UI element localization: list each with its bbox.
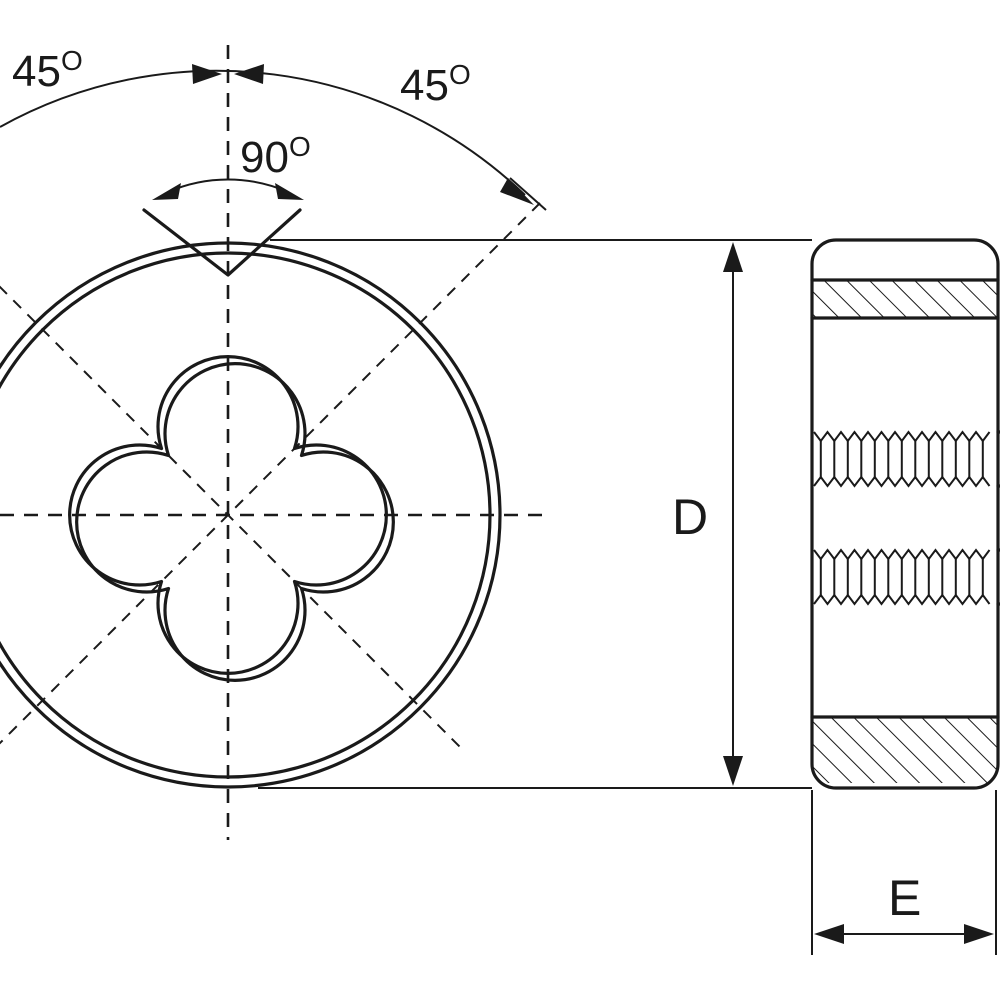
thickness-label: E (888, 870, 921, 926)
arrow-outer-left (192, 64, 222, 84)
thread-crest-bottom (813, 475, 991, 488)
thread-band-upper (813, 430, 1000, 488)
diameter-arrow-top (723, 242, 743, 272)
thickness-dimension: E (811, 790, 997, 955)
arrow-outer-right (234, 64, 264, 84)
arc-extension-line (509, 177, 547, 211)
angle-label-left: 45O (12, 45, 83, 96)
front-view (0, 45, 548, 840)
outer-angle-arc (0, 69, 526, 196)
v-groove (142, 208, 302, 277)
thread-crest-top (813, 430, 991, 443)
arrow-outer-end (500, 178, 534, 205)
hatch-section-bottom (812, 717, 998, 783)
thickness-arrow-left (814, 924, 844, 944)
arrow-inner-left (152, 183, 181, 200)
diagonal-centerline-a (0, 285, 463, 750)
side-view (810, 238, 1000, 790)
angle-label-right: 45O (400, 59, 471, 110)
diameter-arrow-bottom (723, 756, 743, 786)
die-chamfer-circle (0, 251, 492, 779)
diameter-label: D (672, 489, 708, 545)
side-outline (810, 238, 1000, 790)
arrow-inner-right (275, 183, 304, 200)
die-outer-circle (0, 241, 502, 789)
angle-dimensions: 45O 45O 90O (0, 45, 547, 211)
clover-hole-outline (68, 355, 388, 675)
thread-band-lower (813, 548, 1000, 606)
thread-crest-bottom (813, 593, 991, 606)
hatch-section-top (812, 280, 998, 318)
thickness-arrow-right (964, 924, 994, 944)
angle-label-top: 90O (240, 131, 311, 182)
diameter-dimension: D (258, 239, 812, 789)
diagonal-centerline-b (0, 202, 541, 745)
thread-crest-top (813, 548, 991, 561)
inner-angle-arc (167, 178, 289, 193)
